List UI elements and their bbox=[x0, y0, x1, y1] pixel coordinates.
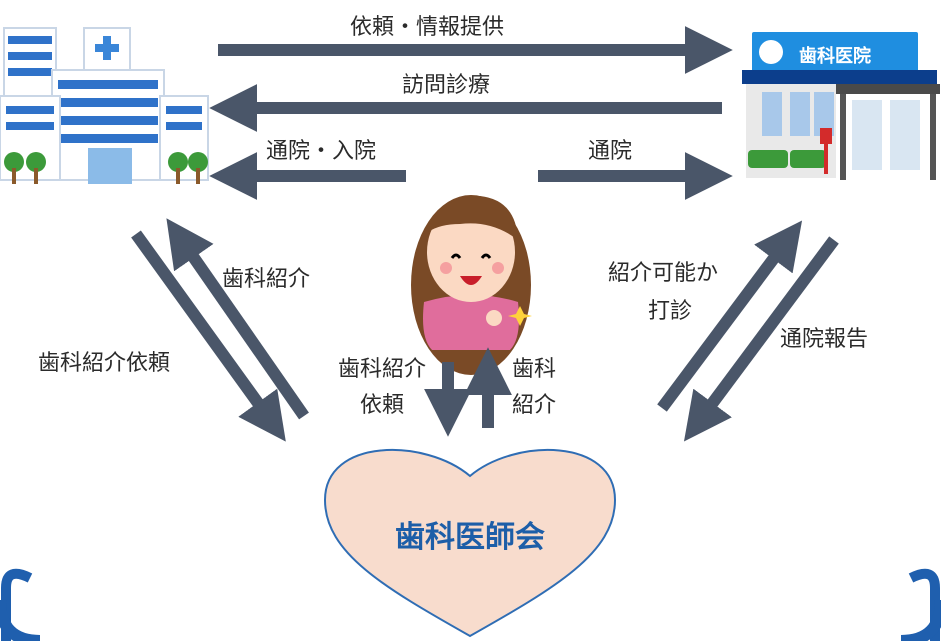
arrow-dental-referral-left bbox=[166, 218, 309, 420]
dental-clinic-sign: 歯科医院 bbox=[799, 46, 871, 67]
label-referral-possible-line2: 打診 bbox=[648, 299, 693, 324]
label-center-referral-line1: 歯科 bbox=[511, 357, 556, 382]
label-center-request-line1: 歯科紹介 bbox=[337, 357, 426, 382]
dental-association-heart bbox=[323, 449, 617, 638]
arrow-dental-referral-request-left bbox=[131, 230, 286, 442]
label-visit-report: 通院報告 bbox=[780, 327, 869, 352]
patient-woman-icon bbox=[411, 195, 532, 375]
dental-clinic-icon bbox=[742, 32, 940, 180]
label-dental-referral-request-left: 歯科紹介依頼 bbox=[38, 351, 171, 376]
hospital-icon bbox=[0, 27, 209, 184]
label-dental-referral-left: 歯科紹介 bbox=[222, 267, 311, 292]
dental-association-title: 歯科医師会 bbox=[395, 520, 545, 555]
label-request-info: 依頼・情報提供 bbox=[350, 15, 505, 40]
label-home-visit: 訪問診療 bbox=[402, 73, 491, 98]
label-center-referral-line2: 紹介 bbox=[511, 393, 556, 418]
arrow-referral-inquiry-right bbox=[657, 220, 803, 412]
bottom-frame bbox=[1, 568, 940, 641]
label-referral-possible-line1: 紹介可能か bbox=[608, 261, 719, 286]
label-visit-admission: 通院・入院 bbox=[266, 139, 377, 164]
arrow-visit-report-right bbox=[683, 236, 839, 442]
label-center-request-line2: 依頼 bbox=[359, 393, 404, 418]
label-visit: 通院 bbox=[588, 139, 633, 164]
